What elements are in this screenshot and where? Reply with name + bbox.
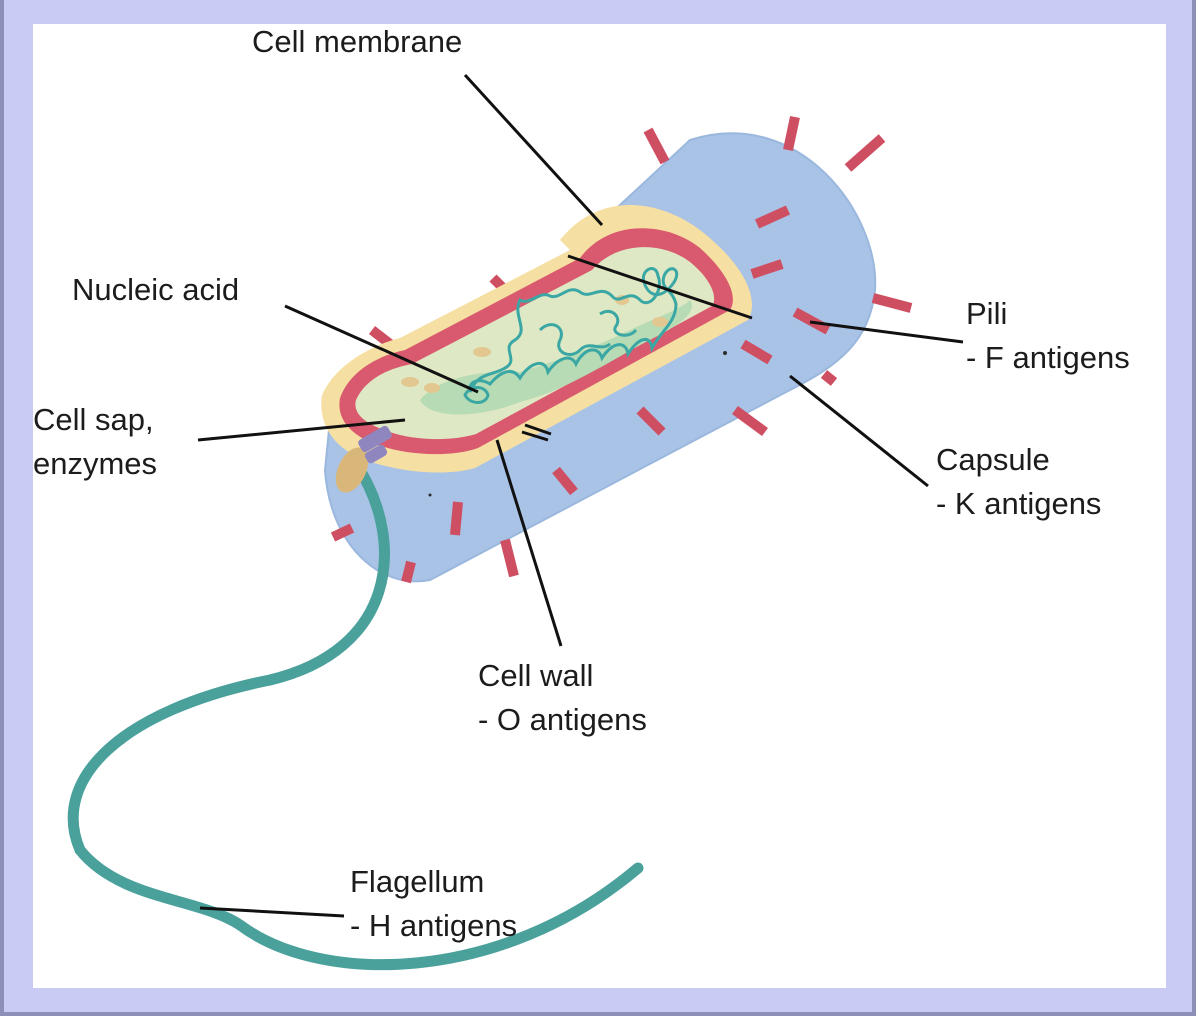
- leader-capsule: [790, 376, 928, 486]
- granule: [401, 377, 419, 387]
- label-cell-sap-line2: enzymes: [33, 442, 157, 486]
- pilus: [406, 562, 411, 582]
- speck: [429, 494, 432, 497]
- pilus: [873, 298, 911, 308]
- pilus: [788, 117, 795, 150]
- label-cell-wall-line2: - O antigens: [478, 698, 647, 742]
- label-pili: Pili - F antigens: [966, 292, 1130, 380]
- label-flagellum-line2: - H antigens: [350, 904, 517, 948]
- leader-cell-membrane: [465, 75, 602, 225]
- pilus: [848, 138, 882, 168]
- label-cell-wall-line1: Cell wall: [478, 654, 647, 698]
- granule: [424, 383, 440, 393]
- label-capsule: Capsule - K antigens: [936, 438, 1101, 526]
- pilus: [735, 410, 765, 432]
- speck: [723, 351, 727, 355]
- label-flagellum-line1: Flagellum: [350, 860, 517, 904]
- label-capsule-line2: - K antigens: [936, 482, 1101, 526]
- label-cell-wall: Cell wall - O antigens: [478, 654, 647, 742]
- pilus: [824, 374, 834, 382]
- label-pili-line2: - F antigens: [966, 336, 1130, 380]
- label-flagellum: Flagellum - H antigens: [350, 860, 517, 948]
- label-pili-line1: Pili: [966, 292, 1130, 336]
- label-cell-sap: Cell sap, enzymes: [33, 398, 157, 486]
- label-cell-sap-line1: Cell sap,: [33, 398, 157, 442]
- label-cell-membrane: Cell membrane: [252, 20, 462, 64]
- label-capsule-line1: Capsule: [936, 438, 1101, 482]
- granule: [473, 347, 491, 357]
- pilus: [648, 130, 665, 162]
- granule: [652, 317, 668, 327]
- pilus: [505, 540, 514, 576]
- pilus: [455, 502, 458, 535]
- label-nucleic-acid: Nucleic acid: [72, 268, 239, 312]
